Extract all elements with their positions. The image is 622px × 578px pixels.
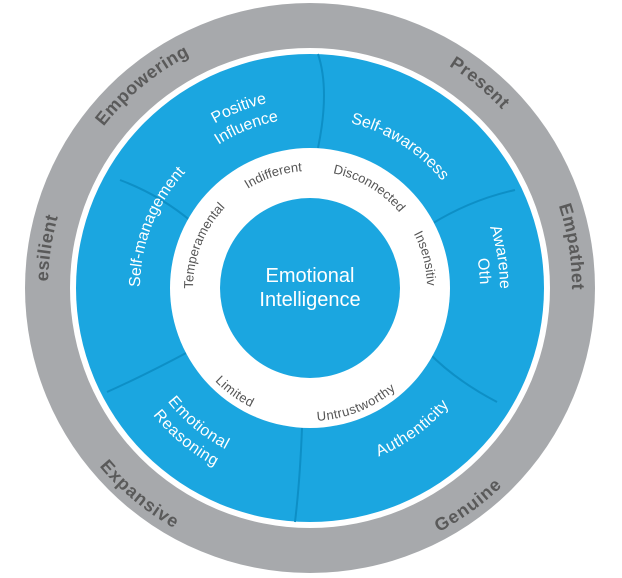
center-label-line2: Intelligence: [259, 289, 360, 311]
center-label-line1: Emotional: [266, 265, 355, 287]
center-circle: [220, 198, 400, 378]
segment-dividers: [106, 53, 516, 523]
